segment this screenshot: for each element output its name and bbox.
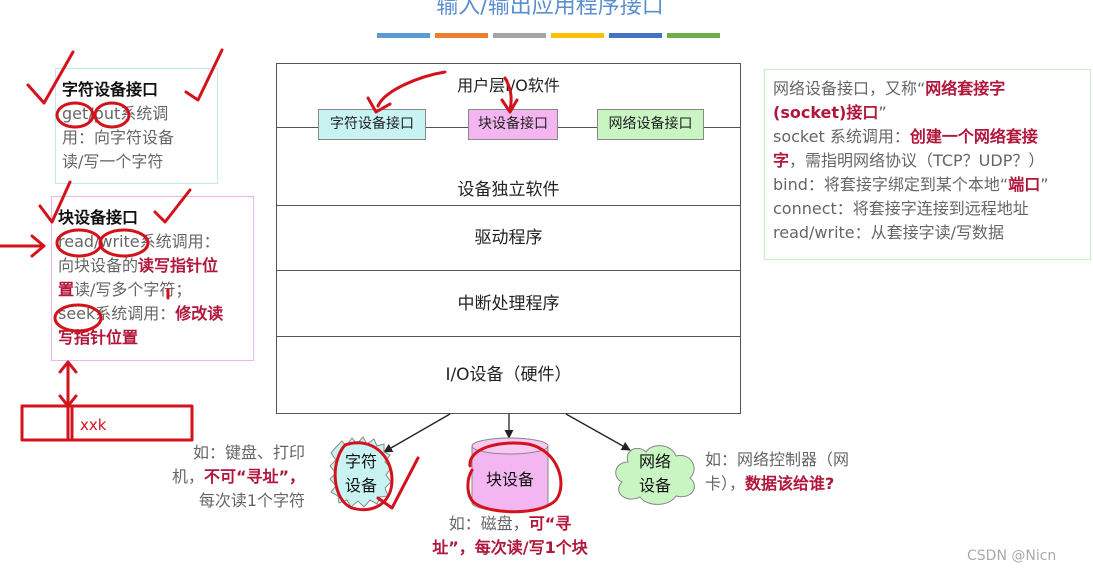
arrow-user-to-char [366,70,447,114]
char-caption-l2a: 机， [171,467,204,486]
arrow-read-pointer [0,234,46,258]
arrow-to-net-device [565,413,631,451]
net-device-label-1: 网络 [638,452,671,471]
block-caption-l1b: 可“寻 [528,514,572,533]
title-bar-darkblue [609,33,662,38]
net-note-l7: read/write：从套接字读/写数据 [773,223,1005,242]
net-note-l2b: ” [878,103,887,122]
interrupt-layer: 中断处理程序 [277,270,740,337]
title-bar-gray [493,33,546,38]
check-mark-3 [38,180,72,224]
net-note-l1b: 网络套接字 [925,79,1006,98]
check-mark-4 [153,188,192,224]
circle-block-device [466,441,563,514]
block-device-label: 块设备 [485,470,534,489]
block-note-l3b: 读/写多个字符； [74,280,192,299]
char-note-l2: 用：向字符设备 [62,128,175,147]
block-device-interface: 块设备接口 [468,109,558,140]
char-note-l3: 读/写一个字符 [62,152,164,171]
block-device-top [471,437,549,455]
pointer-arrow [58,360,78,442]
block-note-l2a: 向块设备的 [58,256,139,275]
char-note-title: 字符设备接口 [62,80,159,99]
net-device-label-2: 设备 [638,476,671,495]
net-device-cloud [615,445,695,505]
char-note-l1b: 系统调 [120,104,169,123]
net-caption-l1: 如：网络控制器（网 [705,450,850,469]
char-device-label-1: 字符 [344,452,377,471]
block-note-l4b: 修改读 [175,304,224,323]
circle-seek [53,303,103,333]
network-device-interface: 网络设备接口 [597,109,704,140]
net-note-l5a: bind：将套接字绑定到某个本地“ [773,175,1009,194]
char-caption-l1: 如：键盘、打印 [192,443,305,462]
char-device-interface: 字符设备接口 [318,109,426,140]
hardware-layer: I/O设备（硬件） [277,336,740,415]
net-device-label: 网络 设备 [625,450,685,498]
block-caption-l2: 址”，每次读/写1个块 [432,538,588,557]
circle-read [55,228,103,258]
circle-put [93,101,131,129]
net-note-l2a: (socket)接口 [773,103,879,122]
arrow-user-to-block [500,76,519,114]
block-caption-l1a: 如：磁盘， [448,514,529,533]
net-note-l4a: 字 [773,151,790,170]
arrow-to-char-device [383,413,451,453]
device-independent-layer: 设备独立软件 [457,180,560,200]
net-note-l1a: 网络设备接口，又称“ [773,79,926,98]
block-note-l2b: 读写指针位 [138,256,219,275]
circle-get [55,101,95,129]
check-mark-2 [184,48,224,102]
net-caption-l2b: 数据该给谁? [745,474,835,493]
net-iface-note: 网络设备接口，又称“网络套接字 (socket)接口” socket 系统调用：… [764,69,1091,260]
block-note-l4a: seek系统调用： [58,304,176,323]
block-note-l3a: 置 [58,280,75,299]
title-bar-blue [377,33,430,38]
handwritten-xxk: xxk [80,416,107,434]
char-caption-l3: 每次读1个字符 [198,491,305,510]
net-device-caption: 如：网络控制器（网 卡），数据该给谁? [705,448,880,496]
block-note-title: 块设备接口 [58,208,139,227]
char-device-label: 字符 设备 [334,450,388,498]
storage-block-sketch [20,404,194,442]
char-device-label-2: 设备 [344,476,377,495]
net-note-l6: connect：将套接字连接到远程地址 [773,199,1029,218]
char-device-caption: 如：键盘、打印 机，不可“寻址”， 每次读1个字符 [160,441,305,513]
title-bar-green [667,33,720,38]
title-bar-orange [435,33,488,38]
char-note-call: get/put [62,104,121,123]
check-mark-1 [26,50,75,105]
net-note-l3b: 创建一个网络套接 [909,127,1038,146]
title-bar-yellow [551,33,604,38]
net-note-l3a: socket 系统调用： [773,127,910,146]
net-note-l4b: ，需指明网络协议（TCP？UDP？） [789,151,1045,170]
net-note-l5b: 端口 [1008,175,1041,194]
circle-write [98,228,150,258]
circle-char-device [333,441,394,512]
page-title: 输入/输出应用程序接口 [436,0,664,19]
driver-layer: 驱动程序 [277,205,740,271]
net-caption-l2a: 卡）， [705,474,746,493]
char-caption-l2b: 不可“寻址”， [203,467,305,486]
watermark: CSDN @Nicn [967,548,1057,564]
block-note-l5: 写指针位置 [58,328,139,347]
net-note-l5c: ” [1040,175,1049,194]
block-device-caption: 如：磁盘，可“寻 址”，每次读/写1个块 [410,512,610,560]
